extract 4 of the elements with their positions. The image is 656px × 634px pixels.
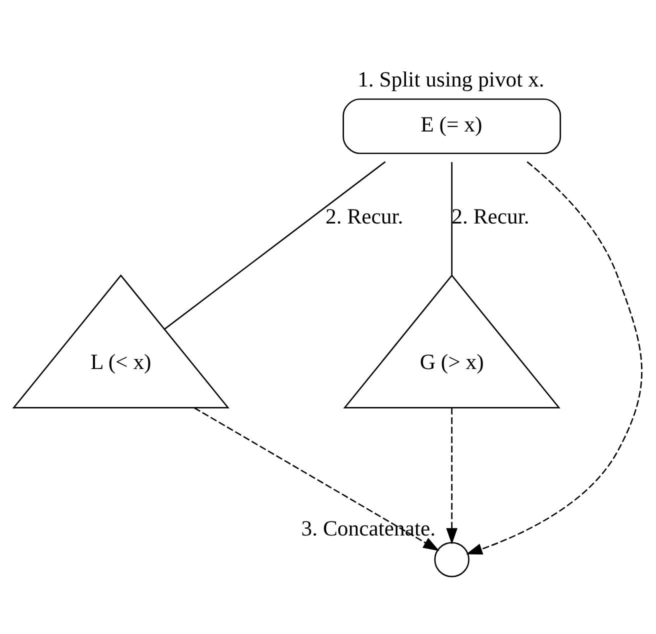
node-label: 3. Concatenate. <box>301 516 436 540</box>
edge-label: 2. Recur. <box>326 204 404 228</box>
node-label: 1. Split using pivot x. <box>358 67 544 92</box>
edge-label: 2. Recur. <box>452 204 530 228</box>
